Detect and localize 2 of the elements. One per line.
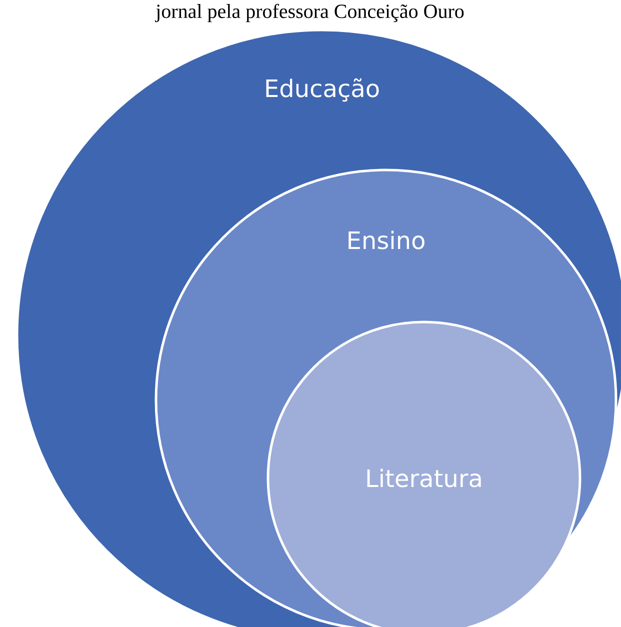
caption: jornal pela professora Conceição Ouro	[155, 4, 464, 22]
circle-region: Literatura	[266, 320, 582, 627]
